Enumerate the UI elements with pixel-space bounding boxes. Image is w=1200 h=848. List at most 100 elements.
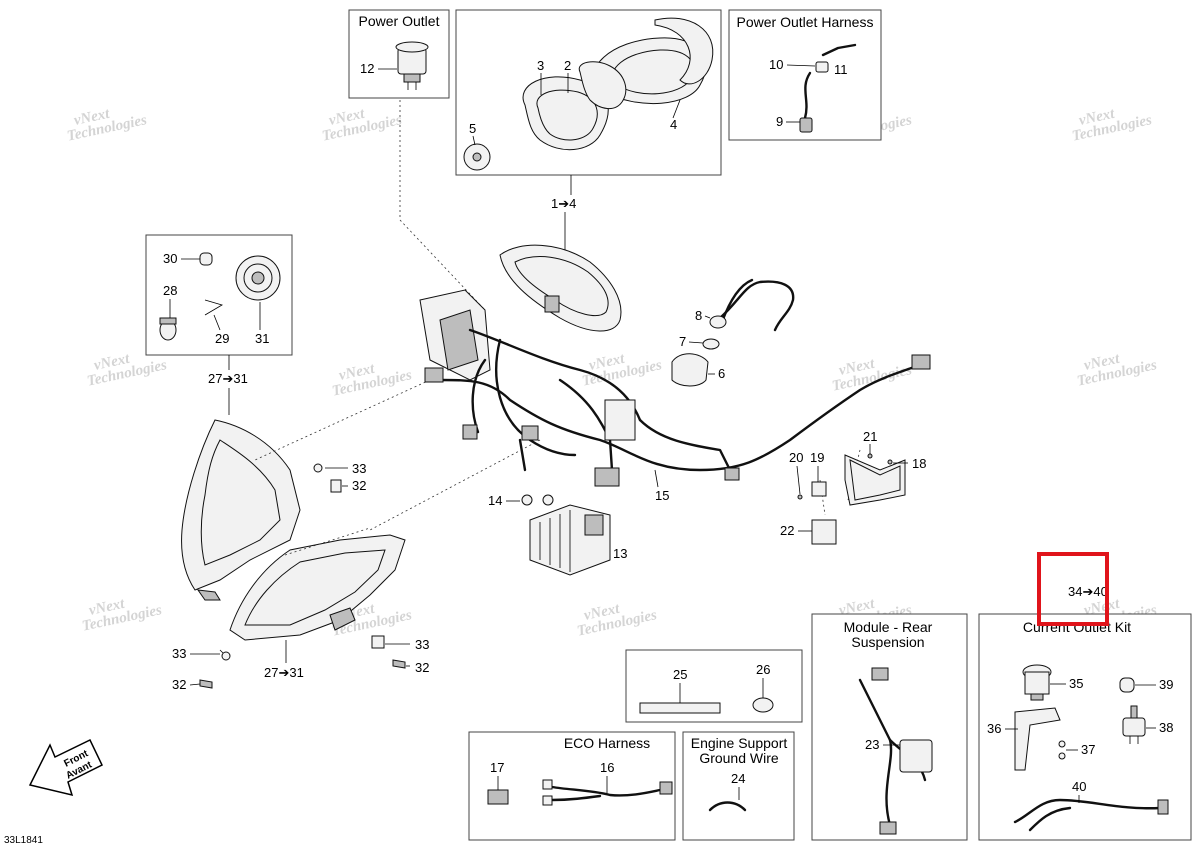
callout-32c[interactable]: 32 [415, 660, 429, 675]
outlet-harness-part [799, 43, 857, 133]
nut-33a [313, 463, 323, 473]
callout-3[interactable]: 3 [537, 58, 544, 73]
power-outlet-harness-box: Power Outlet Harness 10 11 9 [728, 9, 882, 141]
callout-39[interactable]: 39 [1159, 677, 1173, 692]
nut-14b [542, 494, 554, 506]
outlet-screw-part [1058, 740, 1066, 748]
tube-clamp-box: 25 26 [625, 649, 803, 723]
bulb-cap [199, 252, 213, 266]
screw-32c [392, 659, 406, 669]
callout-40[interactable]: 40 [1072, 779, 1086, 794]
callout-8[interactable]: 8 [695, 308, 702, 323]
watermark-text: vNext [88, 596, 127, 619]
watermark-text: vNext [838, 596, 877, 619]
current-outlet-kit-box: Current Outlet Kit 35 39 36 [978, 584, 1192, 841]
bulb-clip [204, 299, 223, 316]
box-frame [682, 731, 795, 841]
callout-33c[interactable]: 33 [415, 637, 429, 652]
engine-support-ground-box: Engine Support Ground Wire 24 [682, 731, 795, 841]
callout-17[interactable]: 17 [490, 760, 504, 775]
outlet-switch-part [1122, 705, 1146, 744]
callout-37[interactable]: 37 [1081, 742, 1095, 757]
callout-7[interactable]: 7 [679, 334, 686, 349]
watermark-text: vNext [93, 351, 132, 374]
clip-32a [330, 479, 342, 493]
eco-switch [487, 789, 509, 805]
module-rear-suspension-box: Module - Rear Suspension 23 [811, 613, 968, 841]
callout-30[interactable]: 30 [163, 251, 177, 266]
callout-23[interactable]: 23 [865, 737, 879, 752]
callout-36[interactable]: 36 [987, 721, 1001, 736]
suspension-module-part [858, 667, 933, 835]
tube-part [639, 702, 721, 714]
box-title: Power Outlet [359, 13, 440, 29]
eco-harness-box: ECO Harness 17 16 [468, 731, 676, 841]
callout-16[interactable]: 16 [600, 760, 614, 775]
callout-29[interactable]: 29 [215, 331, 229, 346]
callout-34-40[interactable]: 34➔40 [1068, 584, 1108, 599]
callout-2[interactable]: 2 [564, 58, 571, 73]
cluster-assembly [499, 244, 622, 332]
watermark-text: vNext [328, 106, 367, 129]
headlamp-bulb [159, 317, 177, 341]
callout-13[interactable]: 13 [613, 546, 627, 561]
watermark-text: vNext [338, 361, 377, 384]
box-title-line-1: Module - Rear [844, 619, 933, 635]
main-wiring-harness [419, 289, 931, 487]
voltage-regulator [529, 504, 611, 576]
callout-1-4[interactable]: 1➔4 [551, 196, 576, 211]
callout-18[interactable]: 18 [912, 456, 926, 471]
clip-33c [371, 635, 385, 649]
front-arrow-icon: Front Avant [28, 738, 103, 797]
watermark-text: vNext [588, 351, 627, 374]
callout-15[interactable]: 15 [655, 488, 669, 503]
callout-32a[interactable]: 32 [352, 478, 366, 493]
outlet-bracket-part [1014, 707, 1061, 771]
outlet-cap-part [1119, 677, 1135, 693]
power-outlet-box: Power Outlet 12 [348, 9, 450, 99]
headlamp-upper [181, 419, 301, 601]
callout-6[interactable]: 6 [718, 366, 725, 381]
outlet-socket-part [1022, 664, 1052, 701]
callout-26[interactable]: 26 [756, 662, 770, 677]
callout-32b[interactable]: 32 [172, 677, 186, 692]
callout-28[interactable]: 28 [163, 283, 177, 298]
callout-12[interactable]: 12 [360, 61, 374, 76]
drawing-code: 33L1841 [4, 835, 43, 846]
headlamp-lower [229, 534, 406, 641]
callout-11[interactable]: 11 [834, 62, 848, 77]
guide-line [369, 439, 541, 531]
callout-24[interactable]: 24 [731, 771, 745, 786]
highlight-box [1037, 552, 1109, 626]
callout-5[interactable]: 5 [469, 121, 476, 136]
callout-35[interactable]: 35 [1069, 676, 1083, 691]
callout-10[interactable]: 10 [769, 57, 783, 72]
outlet-harness-kit-part [1013, 798, 1169, 832]
box-title: ECO Harness [564, 735, 650, 751]
callout-33a[interactable]: 33 [352, 461, 366, 476]
bracket-assembly [797, 453, 906, 545]
callout-20[interactable]: 20 [789, 450, 803, 465]
callout-14[interactable]: 14 [488, 493, 502, 508]
watermark-text: vNext [73, 106, 112, 129]
callout-38[interactable]: 38 [1159, 720, 1173, 735]
guide-line [399, 100, 486, 311]
callout-21[interactable]: 21 [863, 429, 877, 444]
callout-27-31[interactable]: 27➔31 [208, 371, 248, 386]
callout-27-31-lower[interactable]: 27➔31 [264, 665, 304, 680]
callout-31[interactable]: 31 [255, 331, 269, 346]
callout-19[interactable]: 19 [810, 450, 824, 465]
guide-line [254, 379, 431, 461]
cluster-lens [578, 61, 627, 109]
ground-wire-part [708, 801, 747, 812]
callout-25[interactable]: 25 [673, 667, 687, 682]
box-title-line-1: Engine Support [691, 735, 788, 751]
callout-33b[interactable]: 33 [172, 646, 186, 661]
callout-9[interactable]: 9 [776, 114, 783, 129]
box-title: Power Outlet Harness [737, 14, 874, 30]
callout-4[interactable]: 4 [670, 117, 677, 132]
box-title-line-2: Suspension [851, 634, 924, 650]
watermark-text: vNext [1083, 351, 1122, 374]
callout-22[interactable]: 22 [780, 523, 794, 538]
